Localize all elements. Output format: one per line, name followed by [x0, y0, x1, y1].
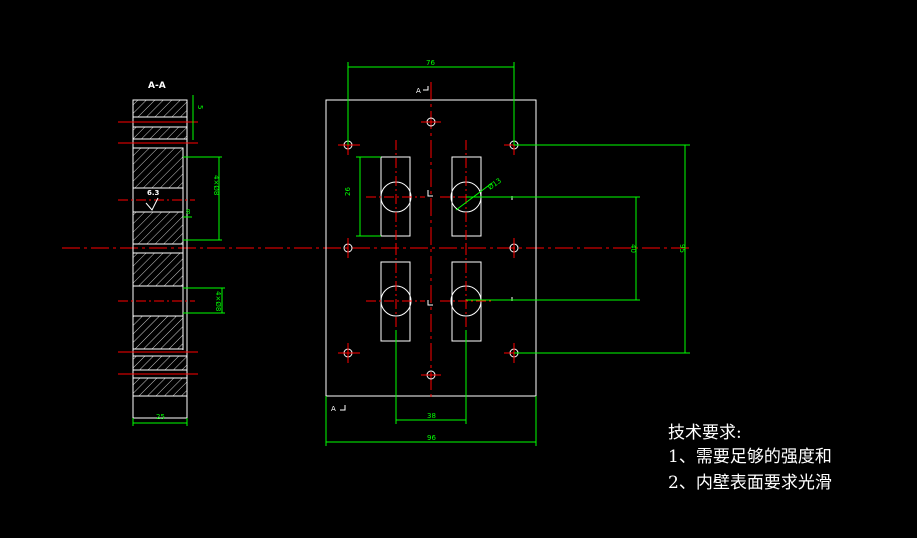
hatch-block: [132, 377, 188, 397]
cut-mark: [423, 86, 429, 91]
cut-mark: [427, 300, 433, 306]
dim-slot-height: 26: [344, 187, 352, 196]
roughness-value: 6.3: [147, 189, 160, 197]
mounting-hole: [421, 117, 441, 127]
dim-slot-spacing: 38: [427, 412, 436, 420]
hatch-block: [132, 211, 184, 245]
section-marker-bottom: A: [331, 405, 336, 413]
dim-right-outer: 95: [678, 244, 686, 253]
notes-title: 技术要求:: [668, 423, 742, 443]
hatch-block: [132, 147, 184, 189]
mounting-hole: [421, 370, 441, 380]
mounting-hole: [509, 238, 519, 258]
section-view: A-A 6.3 5 4×Ø8 8: [118, 81, 225, 426]
slot: [440, 140, 494, 252]
mounting-hole: [338, 135, 360, 155]
front-view: A A: [325, 59, 690, 446]
dim-hole-dia: Ø13: [487, 177, 503, 192]
roughness-symbol: [145, 197, 159, 211]
dim-side-width: 25: [156, 413, 165, 421]
cut-mark: [427, 190, 433, 197]
hatch-block: [132, 252, 184, 287]
dim-side-lower: 4×Ø8: [214, 291, 222, 311]
hatch-block: [132, 315, 184, 350]
dim-bottom-width: 96: [427, 434, 436, 442]
hatch-block: [132, 126, 188, 140]
dim-right-inner: 40: [629, 244, 637, 253]
dim-side-top: 5: [196, 105, 204, 109]
dim-side-slot: 8: [186, 208, 190, 216]
cut-mark: [340, 405, 346, 411]
section-marker-top: A: [416, 87, 421, 95]
dim-top-width: 76: [426, 59, 435, 67]
slot: [366, 140, 425, 252]
dim-side-hole: 4×Ø8: [212, 175, 220, 195]
slot: [440, 245, 494, 420]
mounting-hole: [338, 343, 360, 363]
hatch-block: [132, 355, 188, 371]
notes-line-1: 1、需要足够的强度和: [668, 447, 832, 467]
section-label: A-A: [148, 81, 166, 91]
mounting-hole: [343, 238, 353, 258]
hatch-block: [132, 99, 188, 118]
notes-line-2: 2、内壁表面要求光滑: [668, 473, 832, 493]
